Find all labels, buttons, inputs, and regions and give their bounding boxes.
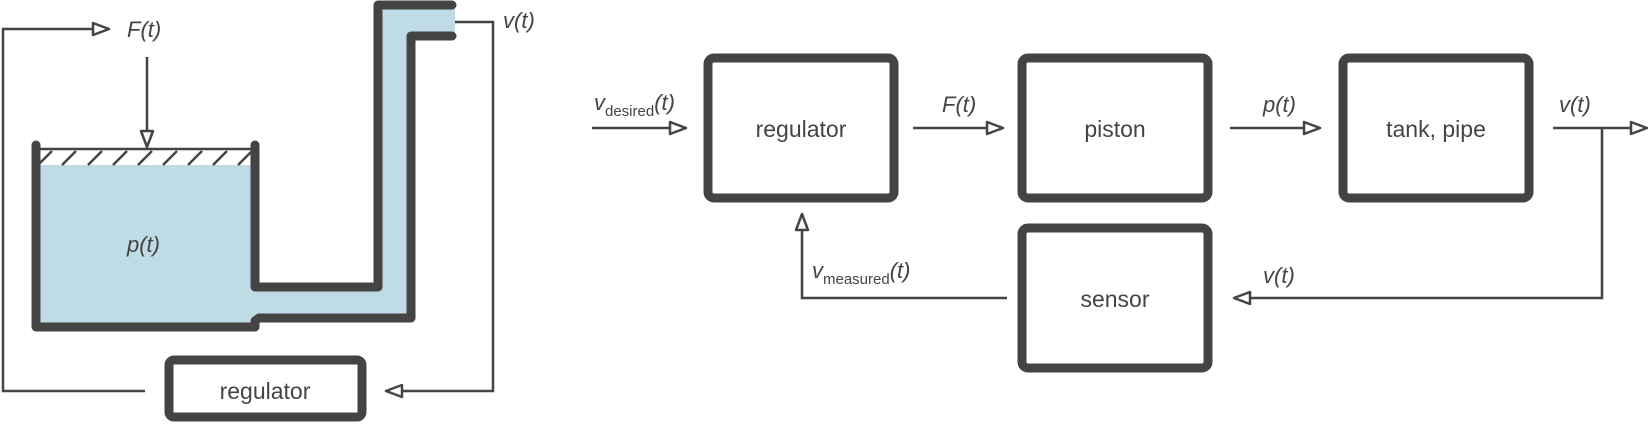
force-command-wire <box>1 21 145 393</box>
block-diagram: regulator piston tank, pipe sensor vdesi… <box>592 53 1649 373</box>
velocity-feedback-arrow <box>1232 128 1604 306</box>
measured-signal-label: vmeasured(t) <box>812 258 910 288</box>
regulator-block <box>703 53 899 203</box>
force-signal-label: F(t) <box>942 92 976 117</box>
piston-block <box>1017 53 1213 203</box>
velocity-output-label: v(t) <box>1559 92 1591 117</box>
measured-signal-arrow <box>794 212 1007 300</box>
piston-block-label: piston <box>1084 116 1145 142</box>
velocity-feedback-label: v(t) <box>1263 263 1295 288</box>
velocity-feedback-wire <box>384 20 495 399</box>
regulator-box-physical <box>164 355 367 422</box>
tank-pipe-block-label: tank, pipe <box>1386 116 1486 142</box>
tank-pipe-outer-wall <box>31 31 457 332</box>
tank-fluid <box>38 8 455 325</box>
piston-hatching <box>39 150 252 166</box>
regulator-block-label: regulator <box>756 116 847 142</box>
physical-system: F(t) p(t) v(t) regulator <box>1 0 535 422</box>
pressure-label: p(t) <box>126 232 160 257</box>
pressure-signal-label: p(t) <box>1262 92 1296 117</box>
velocity-label: v(t) <box>503 8 535 33</box>
sensor-block-label: sensor <box>1080 286 1149 312</box>
input-label: vdesired(t) <box>594 90 675 120</box>
regulator-label-physical: regulator <box>220 378 311 404</box>
force-label: F(t) <box>127 17 161 42</box>
tank-pipe-inner-wall <box>250 0 457 292</box>
sensor-block <box>1017 223 1213 373</box>
tank-pipe-block <box>1338 53 1534 203</box>
